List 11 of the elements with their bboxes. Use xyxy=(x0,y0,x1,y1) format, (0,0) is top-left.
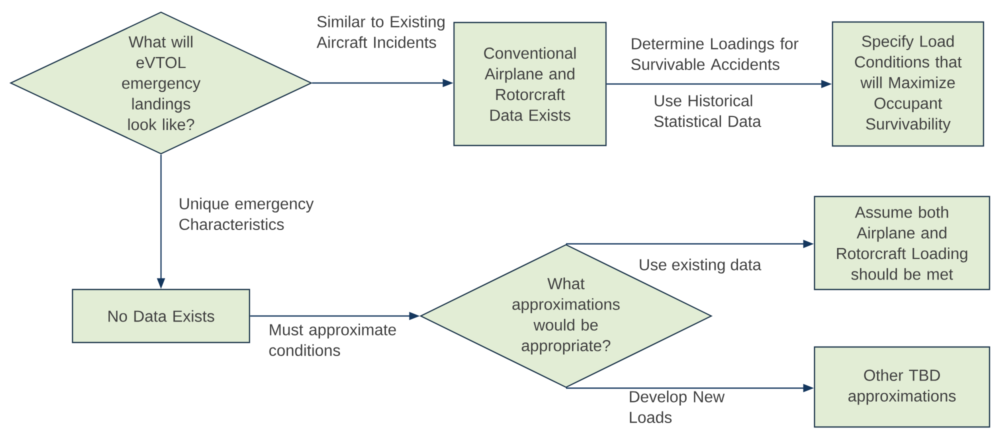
process-box: Conventional Airplane and Rotorcraft Data Exists xyxy=(453,22,607,146)
edge-label: Develop New Loads xyxy=(630,390,725,423)
edge-label: Must approximate conditions xyxy=(269,324,396,356)
process-box: Assume both Airplane and Rotorcraft Loading should be met xyxy=(814,196,990,290)
process-box: Specify Load Conditions that will Maximize Occupant Survivability xyxy=(832,21,984,147)
process-box: Other TBD approximations xyxy=(814,346,990,428)
edge-label: Determine Loadings for Survivable Accidents xyxy=(631,38,798,70)
edge-label: Unique emergency Characteristics xyxy=(179,198,314,230)
process-box: No Data Exists xyxy=(72,288,250,344)
annotation-text: Use Historical Statistical Data xyxy=(654,94,762,127)
edge-label: Similar to Existing Aircraft Incidents xyxy=(316,16,444,48)
